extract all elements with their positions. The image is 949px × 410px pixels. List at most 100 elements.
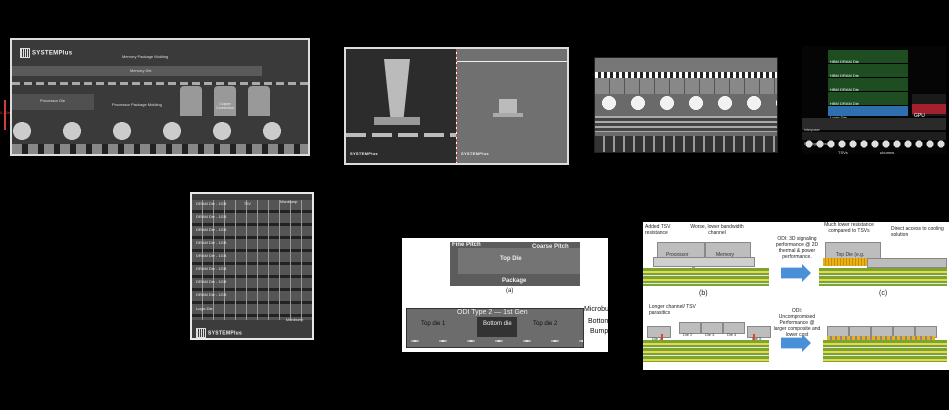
scale-label: 0.23mm <box>0 110 15 115</box>
solder-balls <box>804 140 946 148</box>
pillar-row <box>595 78 777 94</box>
label-processor-package-molding: Processor Package Molding <box>112 102 162 107</box>
package-substrate: Package Substrate <box>802 132 946 146</box>
package-label: Package <box>502 278 527 284</box>
substrate-b <box>643 268 769 286</box>
bump-row <box>407 337 583 345</box>
substrate-e <box>823 340 947 362</box>
metal-lines <box>346 133 456 137</box>
systemplus-logo: SYSTEMPlus <box>196 328 242 338</box>
bond-pad <box>493 113 523 117</box>
base-die-c: Base Die (e.g. Processor) <box>867 258 947 274</box>
tsv-via <box>384 59 410 119</box>
ubump-callout: μbumps <box>880 150 895 154</box>
dram-layer: HBM DRAM Die <box>828 64 908 78</box>
gpu-block: GPU <box>912 94 946 119</box>
copper-pillar <box>214 86 236 116</box>
sem-top: Fine Pitch Coarse Pitch Top Die Package <box>450 242 580 286</box>
rdl-traces <box>595 116 777 132</box>
dram-layer: HBM DRAM Die <box>828 78 908 92</box>
tsv-pad <box>374 117 420 125</box>
bottom-c4-label: Bottom C4 <box>588 318 608 325</box>
odi-cross-sections: Fine Pitch Coarse Pitch Top Die Package … <box>402 238 608 352</box>
hbm-stack-sem: DRAM Die - 1GB DRAM Die - 1GB DRAM Die -… <box>190 192 314 340</box>
hybrid-bond-sem-right: SYSTEMPlus <box>457 49 567 163</box>
dram-row-label: DRAM Die - 1GB <box>196 253 227 258</box>
tsv-callout: TSVs <box>838 150 848 154</box>
hbm-3d-diagram: HBM DRAM Die HBM DRAM Die HBM DRAM Die H… <box>802 46 946 154</box>
processor-die <box>12 94 94 110</box>
direct-access-label: Direct access to cooling solution <box>891 226 944 238</box>
microbump-label: Microbump <box>280 200 298 204</box>
top-die-1-label: Top die 1 <box>421 321 446 327</box>
systemplus-logo: SYSTEMPlus <box>20 48 72 58</box>
die-d: Die 4 <box>723 322 745 337</box>
gpu-die: GPU <box>912 104 946 119</box>
bottom-traces <box>595 136 777 152</box>
top-die <box>458 248 580 274</box>
die-d: Die 1 <box>647 326 671 341</box>
top-die-label: Top Die <box>500 256 522 262</box>
copper-pillar <box>248 86 270 116</box>
yellow-bumps-e <box>827 336 935 340</box>
lower-resistance-label: Much lower resistance compared to TSVs <box>824 222 874 234</box>
dram-stack: HBM DRAM Die HBM DRAM Die HBM DRAM Die H… <box>828 50 908 120</box>
scale-bar <box>4 100 6 130</box>
bumps-label: Bumps <box>590 328 608 335</box>
systemplus-logo: SYSTEMPlus <box>350 151 378 156</box>
microbump-label: Microbump <box>286 318 304 322</box>
bright-line <box>457 61 567 62</box>
dram-row-label: DRAM Die - 1GB <box>196 214 227 219</box>
dram-row-label: DRAM Die - 1GB <box>196 201 227 206</box>
copper-pillar <box>180 86 202 116</box>
interposer: Interposer <box>802 118 946 132</box>
dram-stack-rows <box>192 200 312 320</box>
bottom-die-label: Bottom die <box>483 321 512 327</box>
processor-base: Processor <box>653 257 755 273</box>
coarse-pitch-label: Coarse Pitch <box>532 244 569 250</box>
logic-die: Logic Die <box>828 106 908 120</box>
dram-layer: HBM DRAM Die <box>828 92 908 106</box>
dram-row-label: DRAM Die - 1GB <box>196 240 227 245</box>
yellow-bumps <box>823 258 867 266</box>
caption-c: (c) <box>879 290 888 297</box>
bond-structure <box>499 99 517 113</box>
worse-channel-label: Worse, lower bandwidth channel <box>690 224 744 236</box>
dram-row-label: DRAM Die - 1GB <box>196 292 227 297</box>
tsv-sem-left: SYSTEMPlus <box>346 49 456 163</box>
systemplus-logo: SYSTEMPlus <box>461 151 489 156</box>
pop-package-cross-section: SYSTEMPlus Memory Package Molding Memory… <box>10 38 310 156</box>
dram-row-label: DRAM Die - 1GB <box>196 227 227 232</box>
caption-b: (b) <box>699 290 708 297</box>
fine-pitch-label: Fine Pitch <box>452 242 481 248</box>
tsv-label: TSV <box>244 202 251 206</box>
label-copper-connection: Copper Connection <box>216 102 234 110</box>
sem-bottom: ODI Type 2 — 1st Gen Top die 1 Bottom di… <box>406 308 584 348</box>
logic-die-label: Logic Die <box>196 306 213 311</box>
label-memory-package-molding: Memory Package Molding <box>122 54 169 59</box>
dram-row-label: DRAM Die - 1GB <box>196 279 227 284</box>
longer-channel-label: Longer channel/ TSV parasitics <box>649 304 696 316</box>
bottom-die <box>477 317 517 337</box>
dram-row-label: DRAM Die - 1GB <box>196 266 227 271</box>
bump-row <box>595 94 777 112</box>
arrow2-text: ODI: Uncompromised Performance @ larger … <box>773 308 821 338</box>
substrate-c <box>819 268 947 286</box>
pcb-traces <box>12 144 308 154</box>
substrate-line <box>12 82 308 85</box>
tsv-sem-comparison: SYSTEMPlus SYSTEMPlus <box>344 47 569 165</box>
arrow-right-icon <box>781 334 811 352</box>
label-processor-die: Processor Die <box>40 98 66 103</box>
memory-top: Memory <box>705 242 751 258</box>
label-memory-die: Memory Die <box>130 68 152 73</box>
top-layer <box>595 58 777 72</box>
bond-pad-row <box>595 72 777 78</box>
solder-balls-row <box>12 120 308 142</box>
red-divider <box>456 49 457 163</box>
substrate-d <box>643 340 769 362</box>
processor-top: Processor <box>657 242 705 258</box>
memory-die <box>12 66 262 76</box>
odi-schematic-diagrams: Added TSV resistance Worse, lower bandwi… <box>643 222 949 370</box>
top-die-2-label: Top die 2 <box>533 321 558 327</box>
caption-a: (a) <box>506 288 514 294</box>
